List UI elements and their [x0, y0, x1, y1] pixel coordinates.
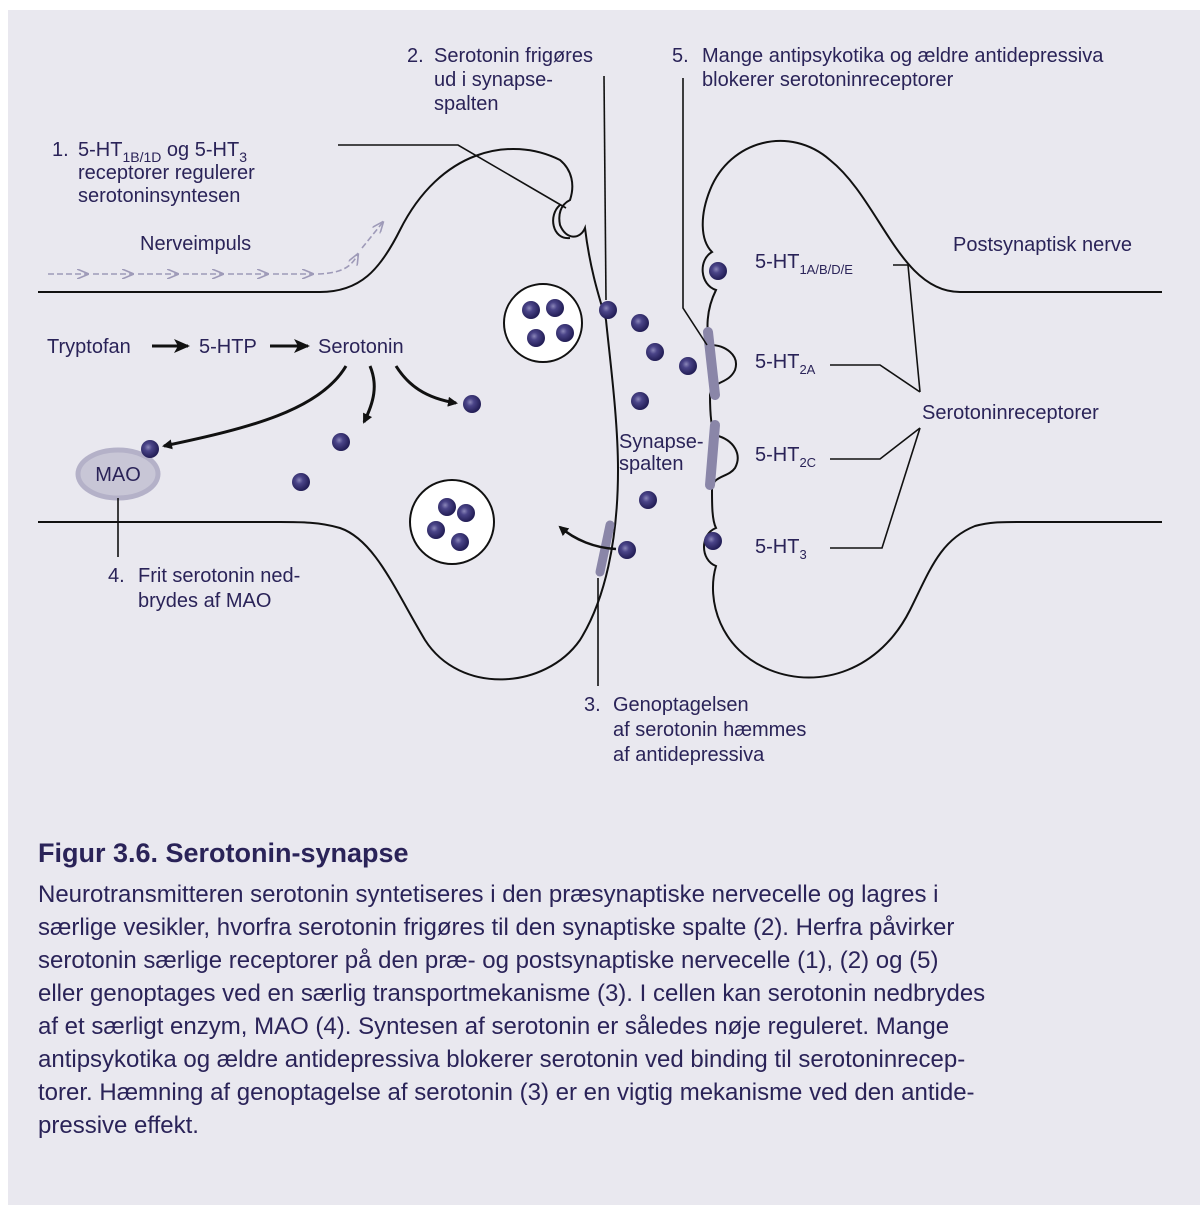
label-3-number: 3. [584, 694, 601, 716]
label-2-line3: spalten [434, 93, 499, 115]
label-1-leader [338, 144, 567, 209]
serotonin-synapse-diagram: MAO Nerveimpuls Tryptofan [38, 45, 1162, 766]
serotonin-molecule [522, 301, 540, 319]
caption-line: særlige vesikler, hvorfra serotonin frig… [38, 914, 955, 941]
5-htp-label: 5-HTP [199, 336, 257, 358]
caption-line: serotonin særlige receptorer på den præ-… [38, 947, 939, 974]
serotonin-molecules [141, 262, 727, 559]
arrow-to-mao [162, 365, 348, 450]
serotonin-molecule [618, 541, 636, 559]
nerve-impulse-label: Nerveimpuls [140, 233, 251, 255]
synapse-cleft-line1: Synapse- [619, 431, 704, 453]
serotonin-molecule [427, 521, 445, 539]
label-1-number: 1. [52, 139, 69, 161]
serotonin-label: Serotonin [318, 336, 404, 358]
label-5-number: 5. [672, 45, 689, 67]
arrow-to-cytoplasm [362, 365, 376, 424]
caption-line: antipsykotika og ældre antidepressiva bl… [38, 1046, 966, 1073]
label-3-line2: af serotonin hæmmes [613, 719, 806, 741]
serotonin-molecule [709, 262, 727, 280]
label-2: 2. Serotonin frigøres ud i synapse- spal… [407, 45, 593, 115]
caption-line: af et særligt enzym, MAO (4). Syntesen a… [38, 1013, 950, 1040]
caption-line: Neurotransmitteren serotonin syntetisere… [38, 881, 939, 908]
label-1-line3: serotoninsyntesen [78, 185, 240, 207]
autoreceptor-notch [552, 204, 571, 240]
figure-caption: Neurotransmitteren serotonin syntetisere… [38, 878, 1178, 1142]
label-2-leader [603, 75, 607, 301]
label-3-line1: Genoptagelsen [613, 694, 749, 716]
serotonin-molecule [292, 473, 310, 491]
serotonin-molecule [631, 314, 649, 332]
serotonin-molecule [599, 301, 617, 319]
tryptofan-label: Tryptofan [47, 336, 131, 358]
label-1-line2: receptorer regulerer [78, 162, 255, 184]
serotonin-molecule [438, 498, 456, 516]
mao-label: MAO [95, 464, 141, 486]
serotonin-molecule [546, 299, 564, 317]
figure-panel [8, 10, 1200, 1205]
serotonin-molecule [457, 504, 475, 522]
label-2-number: 2. [407, 45, 424, 67]
label-5-line1: Mange antipsykotika og ældre antidepress… [702, 45, 1104, 67]
serotonin-molecule [631, 392, 649, 410]
serotonin-molecule [646, 343, 664, 361]
receptor-blocker-2c [705, 420, 720, 490]
vesicle-lower [409, 479, 495, 565]
receptor-blocker-2a [703, 327, 720, 400]
serotonin-molecule [332, 433, 350, 451]
label-5-line2: blokerer serotoninreceptorer [702, 69, 954, 91]
label-1: 1. 5-HT1B/1D og 5-HT3 receptorer reguler… [52, 139, 255, 207]
serotonin-molecule [527, 329, 545, 347]
nerve-impulse-arrows [48, 222, 383, 274]
vesicle-upper [503, 283, 583, 363]
label-5: 5. Mange antipsykotika og ældre antidepr… [672, 45, 1104, 91]
reuptake-arrow [558, 525, 617, 551]
label-2-line1: Serotonin frigøres [434, 45, 593, 67]
label-4-line1: Frit serotonin ned- [138, 565, 300, 587]
receptor-5ht2c-label: 5-HT2C [755, 444, 816, 470]
label-4: 4. Frit serotonin ned- brydes af MAO [108, 565, 300, 612]
label-3: 3. Genoptagelsen af serotonin hæmmes af … [584, 694, 806, 766]
receptor-group-label: Serotoninreceptorer [922, 402, 1099, 424]
serotonin-molecule [463, 395, 481, 413]
receptor-5ht1-label: 5-HT1A/B/D/E [755, 251, 853, 277]
serotonin-molecule [141, 440, 159, 458]
presynaptic-membrane-upper [38, 148, 620, 681]
label-5-leader [682, 78, 708, 346]
receptor-bracket [830, 264, 921, 549]
serotonin-molecule [639, 491, 657, 509]
serotonin-molecule [451, 533, 469, 551]
serotonin-molecule [556, 324, 574, 342]
label-2-line2: ud i synapse- [434, 69, 553, 91]
receptor-5ht3-label: 5-HT3 [755, 536, 807, 562]
figure-title: Figur 3.6. Serotonin-synapse [38, 838, 409, 868]
serotonin-molecule [679, 357, 697, 375]
caption-line: torer. Hæmning af genoptagelse af seroto… [38, 1079, 975, 1106]
label-3-line3: af antidepressiva [613, 744, 765, 766]
label-4-number: 4. [108, 565, 125, 587]
caption-line: pressive effekt. [38, 1112, 199, 1139]
arrow-to-molecule [394, 365, 458, 407]
caption-line: eller genoptages ved en særlig transport… [38, 980, 986, 1007]
serotonin-molecule [704, 532, 722, 550]
synapse-cleft-line2: spalten [619, 453, 684, 475]
postsynaptic-nerve-label: Postsynaptisk nerve [953, 234, 1132, 256]
label-1-line1: 5-HT1B/1D og 5-HT3 [78, 139, 247, 165]
receptor-5ht2a-label: 5-HT2A [755, 351, 816, 377]
label-4-line2: brydes af MAO [138, 590, 271, 612]
